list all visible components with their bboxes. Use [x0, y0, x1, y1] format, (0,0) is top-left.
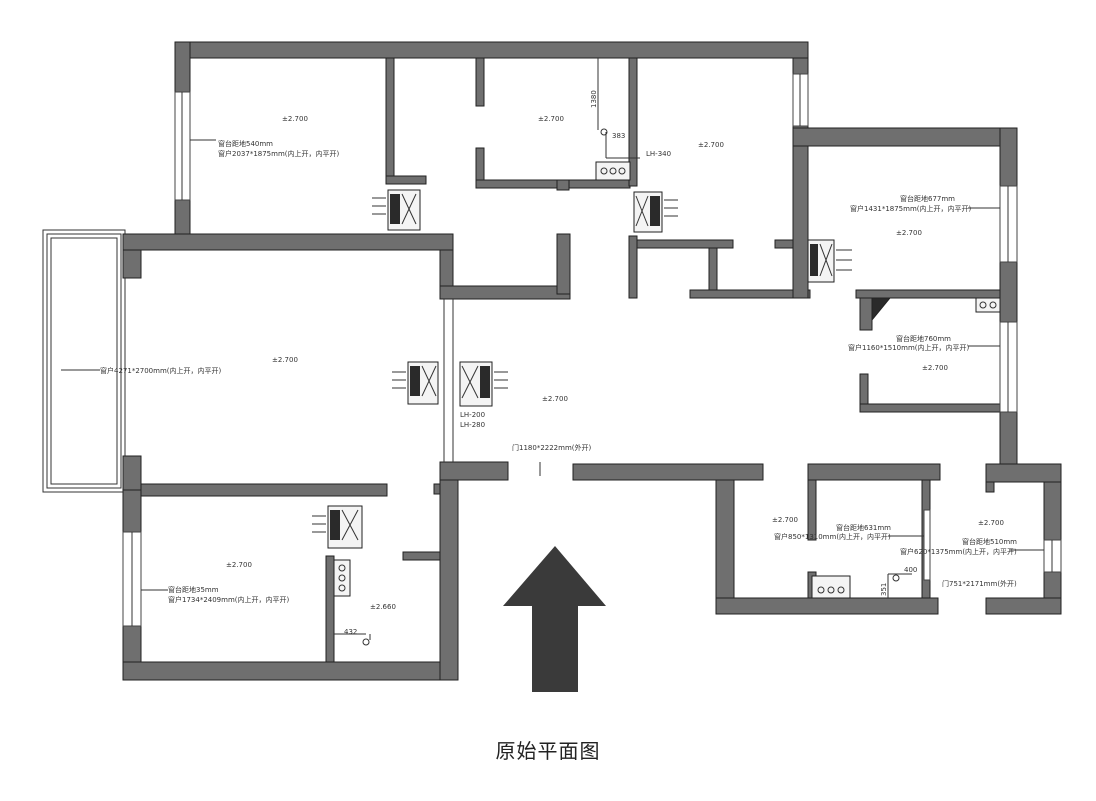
dim-label: 1380	[590, 90, 598, 108]
level-mark: ±2.700	[698, 141, 724, 149]
window-note: 窗台距地677mm	[900, 194, 955, 203]
leader-lines	[61, 139, 1044, 591]
window-notes: 窗台距地540mm 窗户2037*1875mm(内上开，内平开) 窗户4271*…	[100, 139, 1017, 604]
level-mark: ±2.700	[896, 229, 922, 237]
level-mark: ±2.700	[922, 364, 948, 372]
door-note-main: 门1180*2222mm(外开)	[512, 443, 591, 452]
level-mark: ±2.700	[772, 516, 798, 524]
window-note: 窗台距地540mm	[218, 139, 273, 148]
level-mark: ±2.700	[542, 395, 568, 403]
dim-label: 432	[344, 628, 357, 636]
dim-label: 400	[904, 566, 917, 574]
ac-unit	[807, 239, 852, 283]
ac-unit	[312, 505, 363, 549]
plan-caption: 原始平面图	[495, 739, 601, 763]
ac-unit	[372, 189, 421, 231]
sink-4	[975, 297, 1001, 313]
window-note: 窗户850*1310mm(内上开，内平开)	[774, 532, 891, 541]
sink-fixtures	[333, 128, 1001, 646]
partition-lines	[334, 58, 912, 640]
window-note: 窗台距地631mm	[836, 523, 891, 532]
window-note: 窗户2037*1875mm(内上开，内平开)	[218, 149, 339, 158]
ac-unit	[459, 361, 508, 407]
flue-shaft	[871, 297, 892, 322]
window-note: 窗户1734*2409mm(内上开，内平开)	[168, 595, 289, 604]
balcony-outline	[42, 229, 126, 493]
windows	[122, 73, 1062, 627]
dim-label: LH-280	[460, 421, 485, 429]
window-note: 窗户4271*2700mm(内上开，内平开)	[100, 366, 221, 375]
sink-1	[595, 161, 631, 181]
dim-label: 351	[880, 583, 888, 596]
ac-unit	[392, 361, 439, 405]
level-mark: ±2.700	[978, 519, 1004, 527]
level-mark: ±2.660	[370, 603, 396, 611]
window-note: 窗户1431*1875mm(内上开，内平开)	[850, 204, 971, 213]
dimension-labels: 1380 383 LH-340 LH-200 LH-280 432 400 35…	[344, 90, 917, 636]
door-note-side: 门751*2171mm(外开)	[942, 579, 1017, 588]
window-note: 窗户620*1375mm(内上开，内平开)	[900, 547, 1017, 556]
level-mark: ±2.700	[538, 115, 564, 123]
entrance-arrow-icon	[503, 546, 606, 692]
sink-2	[333, 559, 351, 597]
dim-label: 383	[612, 132, 625, 140]
window-note: 窗台距地510mm	[962, 537, 1017, 546]
level-mark: ±2.700	[226, 561, 252, 569]
dim-label: LH-340	[646, 150, 671, 158]
window-note: 窗户1160*1510mm(内上开，内平开)	[848, 343, 969, 352]
window-note: 窗台距地760mm	[896, 334, 951, 343]
window-note: 窗台距地35mm	[168, 585, 219, 594]
walls	[122, 41, 1062, 681]
ac-unit	[633, 191, 678, 233]
level-mark: ±2.700	[272, 356, 298, 364]
level-mark: ±2.700	[282, 115, 308, 123]
level-marks: ±2.700 ±2.700 ±2.700 ±2.700 ±2.700 ±2.70…	[226, 115, 1004, 611]
dim-label: LH-200	[460, 411, 485, 419]
